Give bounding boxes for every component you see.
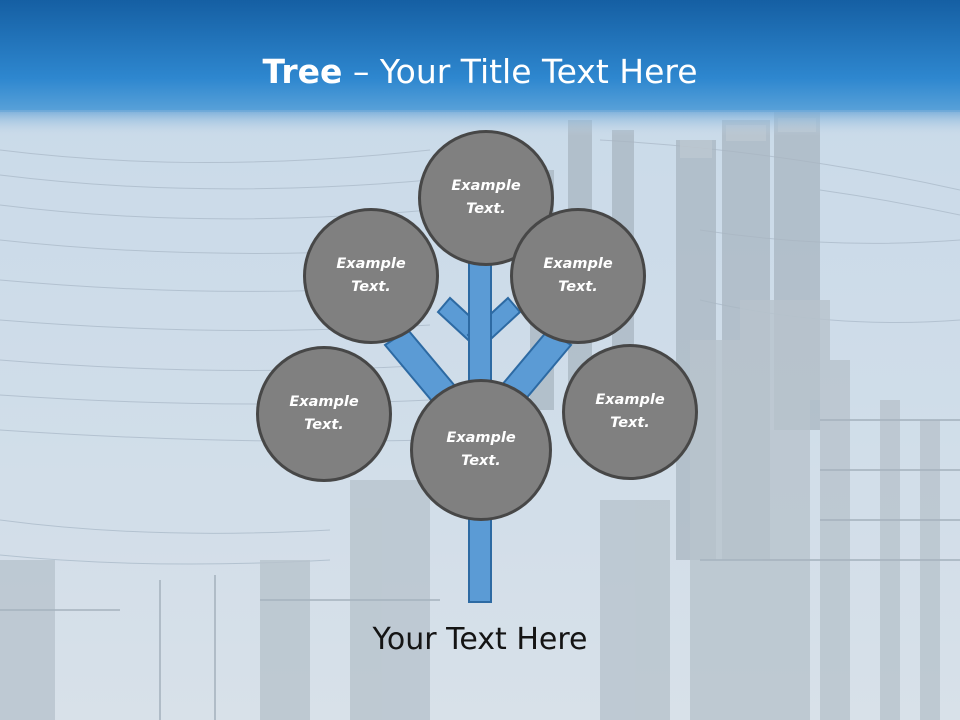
node-lower-right-label: Example Text. (595, 392, 665, 431)
node-top-label: Example Text. (451, 178, 521, 217)
node-lower-left: Example Text. (256, 346, 392, 482)
node-upper-right: Example Text. (510, 208, 646, 344)
slide-caption: Your Text Here (372, 622, 588, 657)
title-bold: Tree (262, 52, 343, 91)
node-lower-right: Example Text. (562, 344, 698, 480)
node-center: Example Text. (410, 379, 552, 521)
node-upper-left: Example Text. (303, 208, 439, 344)
title-rest: – Your Title Text Here (342, 52, 698, 91)
node-lower-left-label: Example Text. (289, 394, 359, 433)
node-upper-right-label: Example Text. (543, 256, 613, 295)
node-upper-left-label: Example Text. (336, 256, 406, 295)
node-center-label: Example Text. (446, 430, 516, 469)
slide-title: Tree – Your Title Text Here (0, 52, 960, 91)
